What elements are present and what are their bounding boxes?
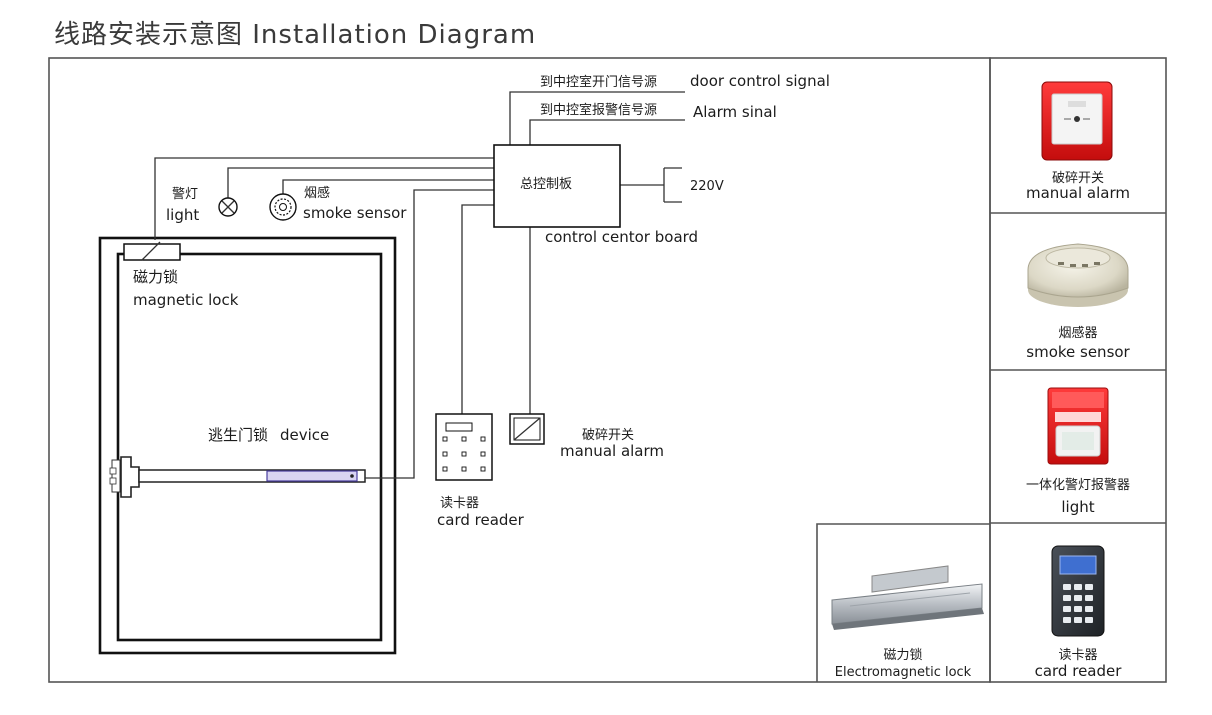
control-board-label-en: control centor board: [545, 228, 698, 246]
card-reader-label-cn: 读卡器: [440, 496, 479, 511]
alarm-signal-label-cn: 到中控室报警信号源: [540, 102, 657, 118]
manual-alarm-photo: [1041, 81, 1113, 161]
legend-card-reader-cn: 读卡器: [1058, 648, 1097, 663]
escape-lock-device: [109, 456, 366, 498]
card-reader-label-en: card reader: [437, 511, 525, 529]
legend-manual-alarm-cn: 破碎开关: [1052, 171, 1104, 186]
legend-light-cn: 一体化警灯报警器: [1026, 477, 1130, 493]
light-label-en: light: [166, 206, 199, 224]
manual-alarm-label-en: manual alarm: [560, 442, 664, 460]
card-reader-photo: [1051, 545, 1105, 637]
page-title: 线路安装示意图 Installation Diagram: [54, 20, 537, 50]
manual-alarm-label-cn: 破碎开关: [582, 428, 634, 443]
escape-lock-label-cn: 逃生门锁: [208, 426, 268, 444]
escape-lock-label-en: device: [280, 426, 329, 444]
legend-card-reader-en: card reader: [1035, 662, 1123, 680]
legend-manual-alarm-en: manual alarm: [1026, 184, 1130, 202]
electromagnetic-lock-photo: [831, 565, 984, 630]
power-label: 220V: [690, 179, 724, 194]
alarm-signal-label-en: Alarm sinal: [693, 103, 777, 121]
legend-smoke-sensor-en: smoke sensor: [1026, 343, 1130, 361]
smoke-sensor-symbol: [269, 193, 297, 221]
door-signal-label-cn: 到中控室开门信号源: [540, 74, 657, 90]
light-alarm-photo: [1047, 387, 1109, 465]
magnetic-lock-symbol: [123, 241, 181, 261]
wiring: [154, 91, 685, 479]
control-board-label-cn: 总控制板: [520, 177, 572, 192]
legend-smoke-sensor-cn: 烟感器: [1058, 325, 1097, 341]
door: [98, 236, 397, 655]
legend-electromagnetic-lock-cn: 磁力锁: [883, 647, 922, 663]
manual-alarm-symbol: [509, 413, 545, 445]
magnetic-lock-label-en: magnetic lock: [133, 291, 239, 309]
smoke-sensor-photo: [1027, 243, 1129, 307]
control-board: [493, 144, 621, 228]
diagram-frame: [48, 57, 1167, 683]
door-signal-label-en: door control signal: [690, 72, 830, 90]
legend-electromagnetic-lock-en: Electromagnetic lock: [835, 665, 972, 680]
magnetic-lock-label-cn: 磁力锁: [133, 268, 178, 286]
card-reader-symbol: [435, 413, 493, 481]
legend-light-en: light: [1061, 498, 1094, 516]
smoke-label-en: smoke sensor: [303, 204, 407, 222]
smoke-label-cn: 烟感: [304, 185, 330, 201]
light-label-cn: 警灯: [172, 186, 198, 202]
light-symbol: [218, 197, 238, 217]
